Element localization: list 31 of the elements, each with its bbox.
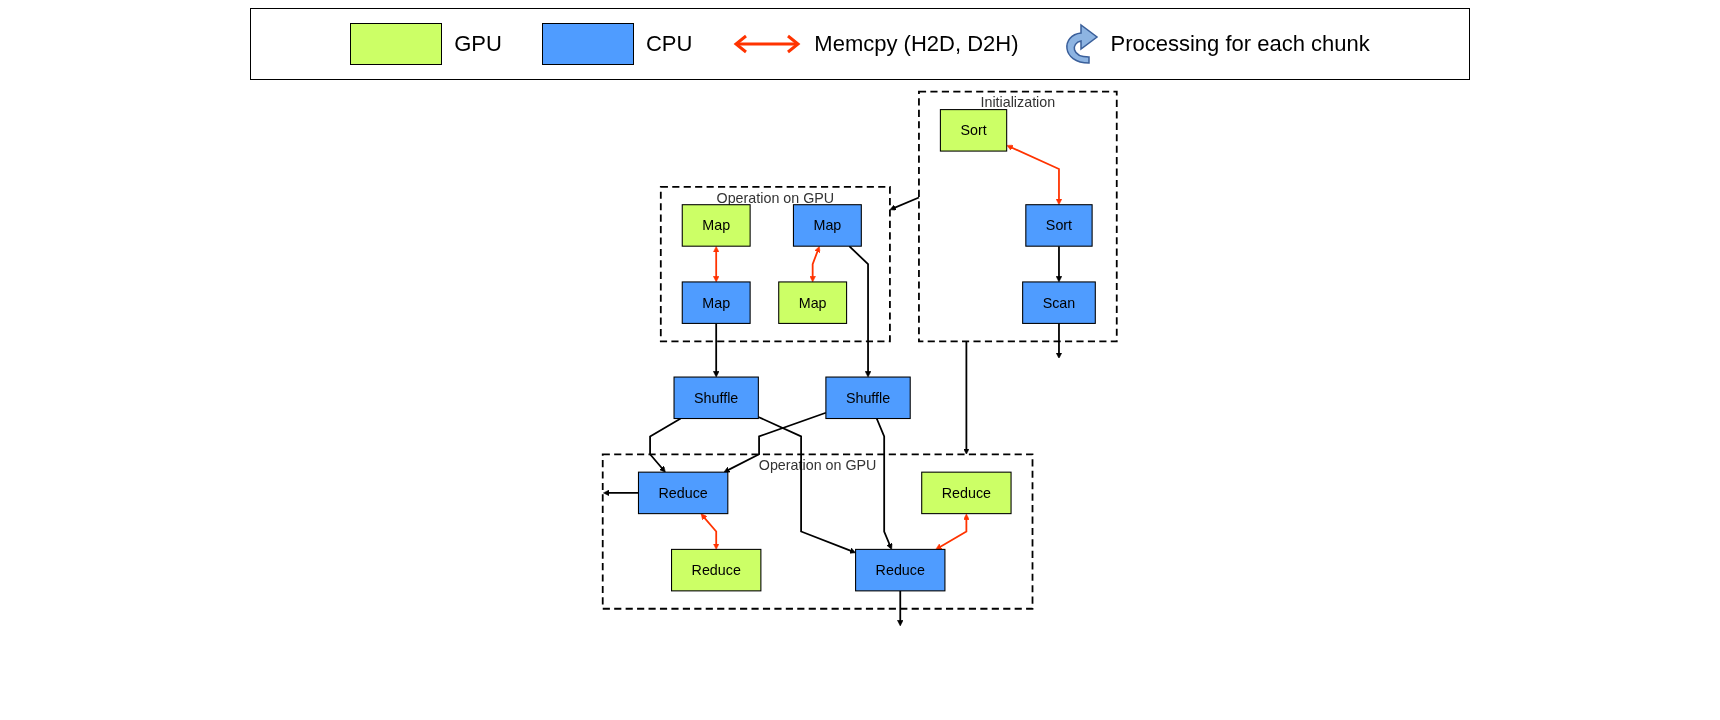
process-box: Reduce bbox=[855, 548, 946, 592]
arrow bbox=[1056, 322, 1063, 359]
process-box: Reduce bbox=[921, 471, 1012, 515]
process-box: Scan bbox=[1022, 281, 1097, 324]
arrow bbox=[848, 245, 872, 378]
process-box: Map bbox=[793, 204, 863, 247]
legend-text: Memcpy (H2D, D2H) bbox=[814, 31, 1019, 57]
process-box: Map bbox=[682, 281, 751, 324]
arrow bbox=[713, 246, 720, 283]
process-box: Map bbox=[682, 204, 751, 247]
arrow bbox=[809, 246, 821, 283]
legend-text: Processing for each chunk bbox=[1110, 31, 1370, 57]
arrow bbox=[897, 589, 904, 627]
arrow bbox=[649, 417, 682, 473]
process-box: Reduce bbox=[638, 471, 729, 515]
arrow bbox=[701, 513, 720, 550]
process-box: Sort bbox=[940, 109, 1008, 152]
arrow bbox=[1056, 245, 1063, 283]
arrow bbox=[889, 196, 921, 211]
legend-text: CPU bbox=[645, 31, 693, 57]
arrow bbox=[963, 340, 970, 455]
arrow bbox=[713, 322, 720, 378]
process-box: Shuffle bbox=[673, 376, 760, 420]
process-box: Reduce bbox=[671, 548, 762, 592]
process-box: Shuffle bbox=[825, 376, 911, 420]
arrow bbox=[1006, 144, 1063, 205]
process-box: Map bbox=[778, 281, 848, 324]
arrow bbox=[876, 417, 893, 550]
process-box: Sort bbox=[1025, 204, 1093, 247]
arrow bbox=[935, 513, 970, 550]
legend-text: GPU bbox=[454, 31, 502, 57]
